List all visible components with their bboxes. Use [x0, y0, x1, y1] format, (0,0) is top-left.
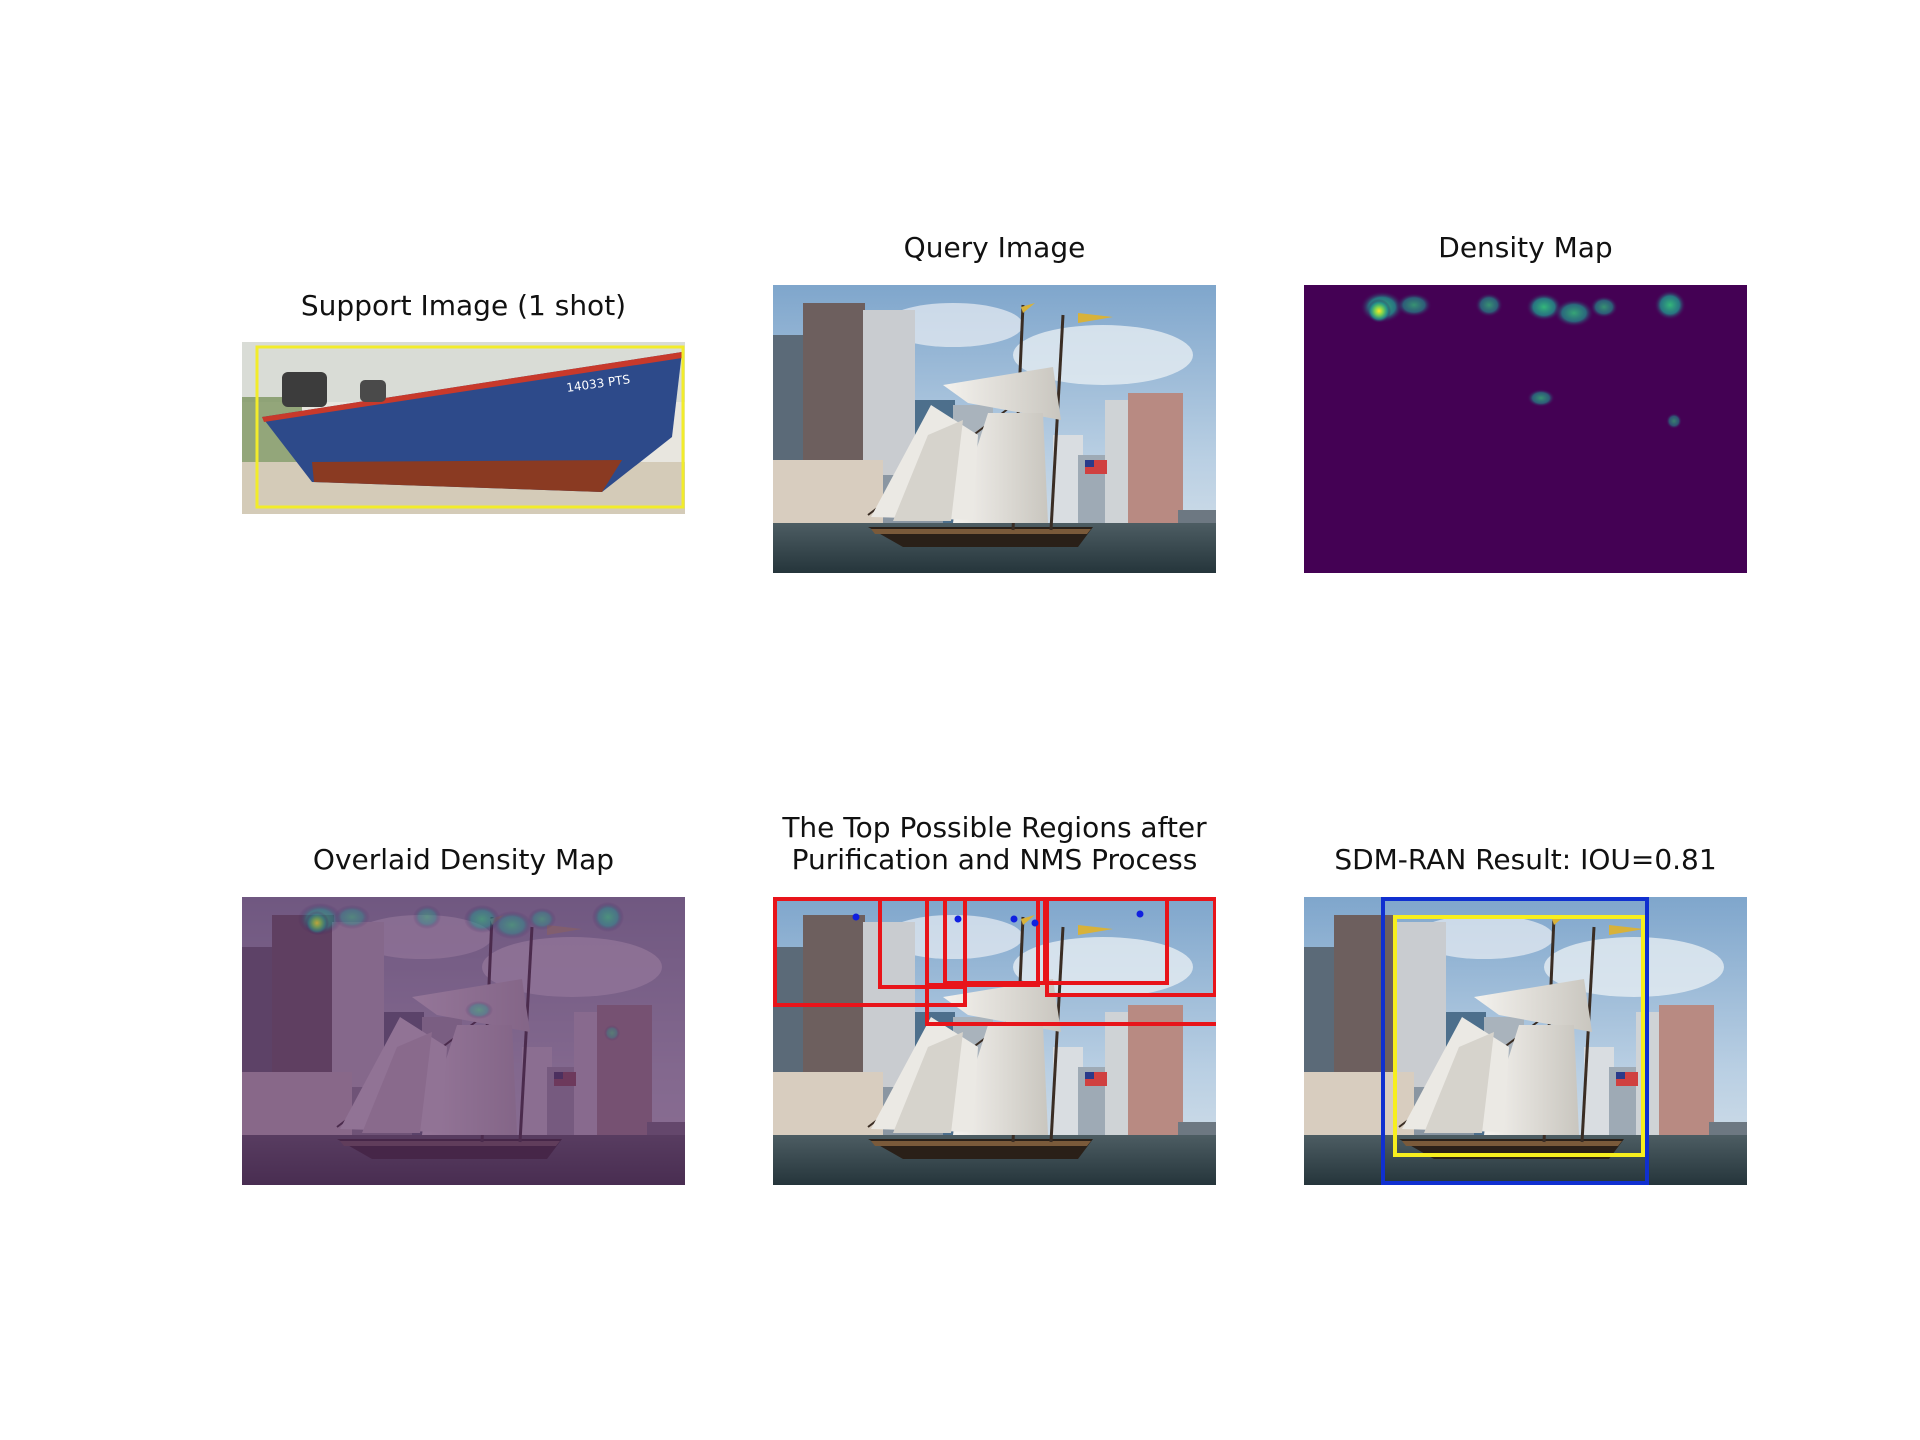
region-box — [878, 897, 967, 989]
top-regions-image — [773, 897, 1216, 1185]
peak-point — [1136, 910, 1144, 918]
ground-truth-bounding-box — [1393, 915, 1645, 1157]
query-image — [773, 285, 1216, 573]
top-regions-title: The Top Possible Regions after Purificat… — [782, 811, 1207, 876]
support-image: 14033 PTS — [242, 342, 685, 514]
boat-hull — [262, 352, 682, 492]
overlaid-density-map — [242, 897, 685, 1185]
peak-point — [954, 915, 962, 923]
overlaid-density-map-title: Overlaid Density Map — [312, 843, 615, 876]
predicted-bounding-box — [1381, 897, 1649, 1185]
peak-point — [852, 913, 860, 921]
support-bounding-box — [255, 345, 685, 509]
sdm-ran-result-image — [1304, 897, 1747, 1185]
sdm-ran-result-title: SDM-RAN Result: IOU=0.81 — [1334, 843, 1717, 876]
query-image-title: Query Image — [903, 231, 1086, 264]
support-image-title: Support Image (1 shot) — [300, 289, 627, 322]
peak-point — [1010, 915, 1018, 923]
peak-point — [1031, 919, 1039, 927]
region-box — [1045, 897, 1169, 985]
outboard-motor — [282, 372, 327, 407]
density-map — [1304, 285, 1747, 573]
density-map-title: Density Map — [1438, 231, 1613, 264]
